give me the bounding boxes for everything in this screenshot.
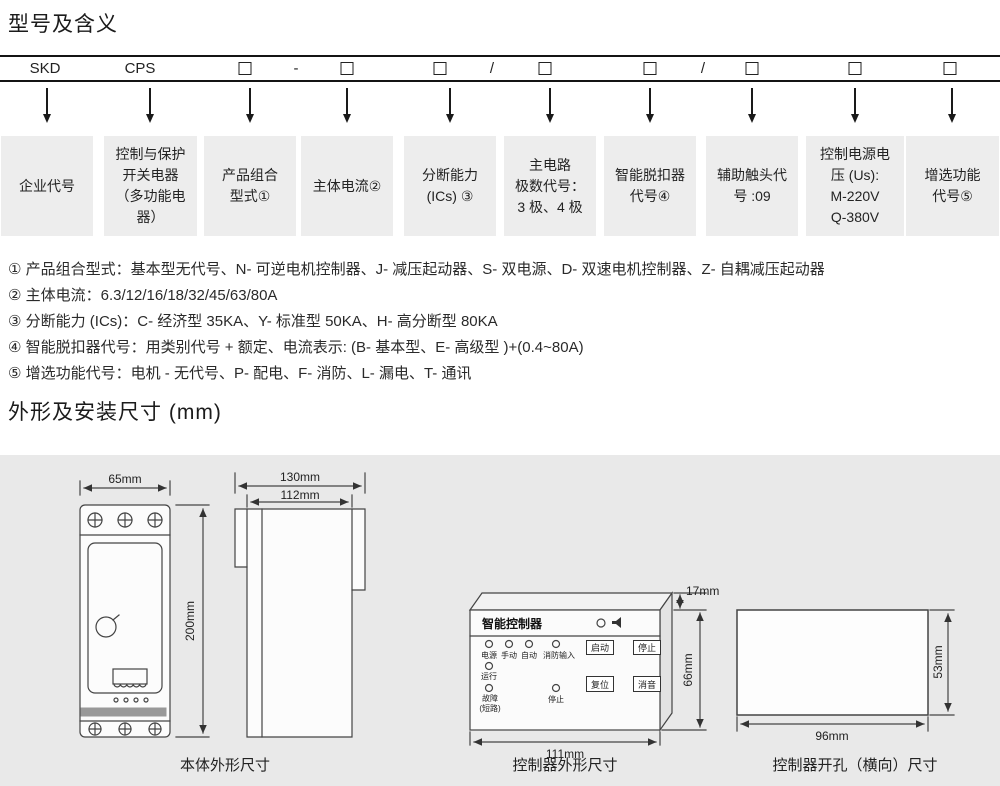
caption-body-dimensions: 本体外形尺寸 (179, 757, 270, 774)
led-label-power: 电源 (481, 651, 497, 660)
note-1: ① 产品组合型式：基本型无代号、N- 可逆电机控制器、J- 减压起动器、S- 双… (8, 261, 825, 278)
reset-button: 复位 (586, 676, 614, 692)
desc-box-breaking: 分断能力 (ICs) ③ (404, 136, 496, 236)
note-3: ③ 分断能力 (ICs)：C- 经济型 35KA、Y- 标准型 50KA、H- … (8, 313, 498, 330)
dim-controller-width: 111mm (545, 747, 585, 761)
code-placeholder-box (238, 62, 252, 75)
code-placeholder-box (538, 62, 552, 75)
dim-side-width-inner: 112mm (280, 488, 320, 502)
section1-title: 型号及含义 (8, 13, 118, 36)
controller-title: 智能控制器 (482, 617, 543, 631)
down-arrow-icon (549, 88, 551, 118)
down-arrow-icon (951, 88, 953, 118)
dim-controller-depth: 17mm (686, 584, 720, 598)
cutout-view (736, 609, 955, 732)
desc-box-enterprise-code: 企业代号 (1, 136, 93, 236)
stop-button: 停止 (633, 640, 661, 655)
dim-controller-height: 66mm (681, 653, 695, 687)
dim-body-height: 200mm (183, 601, 197, 642)
desc-box-main-current: 主体电流② (301, 136, 393, 236)
code-placeholder-box (848, 62, 862, 75)
code-dash: - (293, 60, 299, 77)
desc-box-combination: 产品组合 型式① (204, 136, 296, 236)
down-arrow-icon (854, 88, 856, 118)
dimension-drawings-panel: 65mm 200mm 130mm 112mm 17mm 111mm 66mm 9… (0, 455, 1000, 786)
caption-cutout-dimensions: 控制器开孔（横向）尺寸 (772, 757, 938, 774)
dim-side-width-outer: 130mm (279, 470, 320, 484)
body-side-view (234, 472, 366, 738)
down-arrow-icon (249, 88, 251, 118)
dim-body-width: 65mm (108, 472, 142, 486)
code-slash: / (489, 60, 495, 77)
desc-box-optional-func: 增选功能 代号⑤ (906, 136, 999, 236)
down-arrow-icon (346, 88, 348, 118)
code-mfr: SKD (29, 60, 61, 77)
down-arrow-icon (751, 88, 753, 118)
led-label-stop: 停止 (548, 695, 564, 704)
desc-box-aux-contact: 辅助触头代 号 :09 (706, 136, 798, 236)
speaker-icon (612, 617, 621, 628)
led-label-auto: 自动 (521, 651, 537, 660)
body-front-view (79, 480, 210, 738)
note-4: ④ 智能脱扣器代号：用类别代号 + 额定、电流表示: (B- 基本型、E- 高级… (8, 339, 584, 356)
led-label-run: 运行 (481, 672, 497, 681)
note-2: ② 主体电流：6.3/12/16/18/32/45/63/80A (8, 287, 278, 304)
note-5: ⑤ 增选功能代号：电机 - 无代号、P- 配电、F- 消防、L- 漏电、T- 通… (8, 365, 472, 382)
code-series: CPS (124, 60, 156, 77)
down-arrow-icon (649, 88, 651, 118)
down-arrow-icon (46, 88, 48, 118)
model-code-band: SKD CPS - / / (0, 55, 1000, 82)
section2-title: 外形及安装尺寸 (mm) (8, 401, 222, 424)
technical-drawing (79, 472, 955, 746)
code-slash: / (700, 60, 706, 77)
caption-controller-dimensions: 控制器外形尺寸 (512, 757, 618, 774)
desc-box-poles: 主电路 极数代号： 3 极、4 极 (504, 136, 596, 236)
down-arrow-icon (149, 88, 151, 118)
led-label-manual: 手动 (501, 651, 517, 660)
code-placeholder-box (340, 62, 354, 75)
dim-hole-width: 96mm (815, 729, 849, 743)
desc-box-control-voltage: 控制电源电 压 (Us): M-220V Q-380V (806, 136, 904, 236)
mute-button: 消音 (633, 676, 661, 692)
code-placeholder-box (643, 62, 657, 75)
led-label-fault: 故障 (短路) (479, 694, 501, 713)
code-placeholder-box (943, 62, 957, 75)
down-arrow-icon (449, 88, 451, 118)
code-placeholder-box (745, 62, 759, 75)
desc-box-trip-unit: 智能脱扣器 代号④ (604, 136, 696, 236)
dim-hole-height: 53mm (931, 645, 945, 679)
led-label-fire-input: 消防输入 (543, 651, 575, 660)
code-placeholder-box (433, 62, 447, 75)
desc-box-device-type: 控制与保护 开关电器 （多功能电 器） (104, 136, 197, 236)
start-button: 启动 (586, 640, 614, 655)
